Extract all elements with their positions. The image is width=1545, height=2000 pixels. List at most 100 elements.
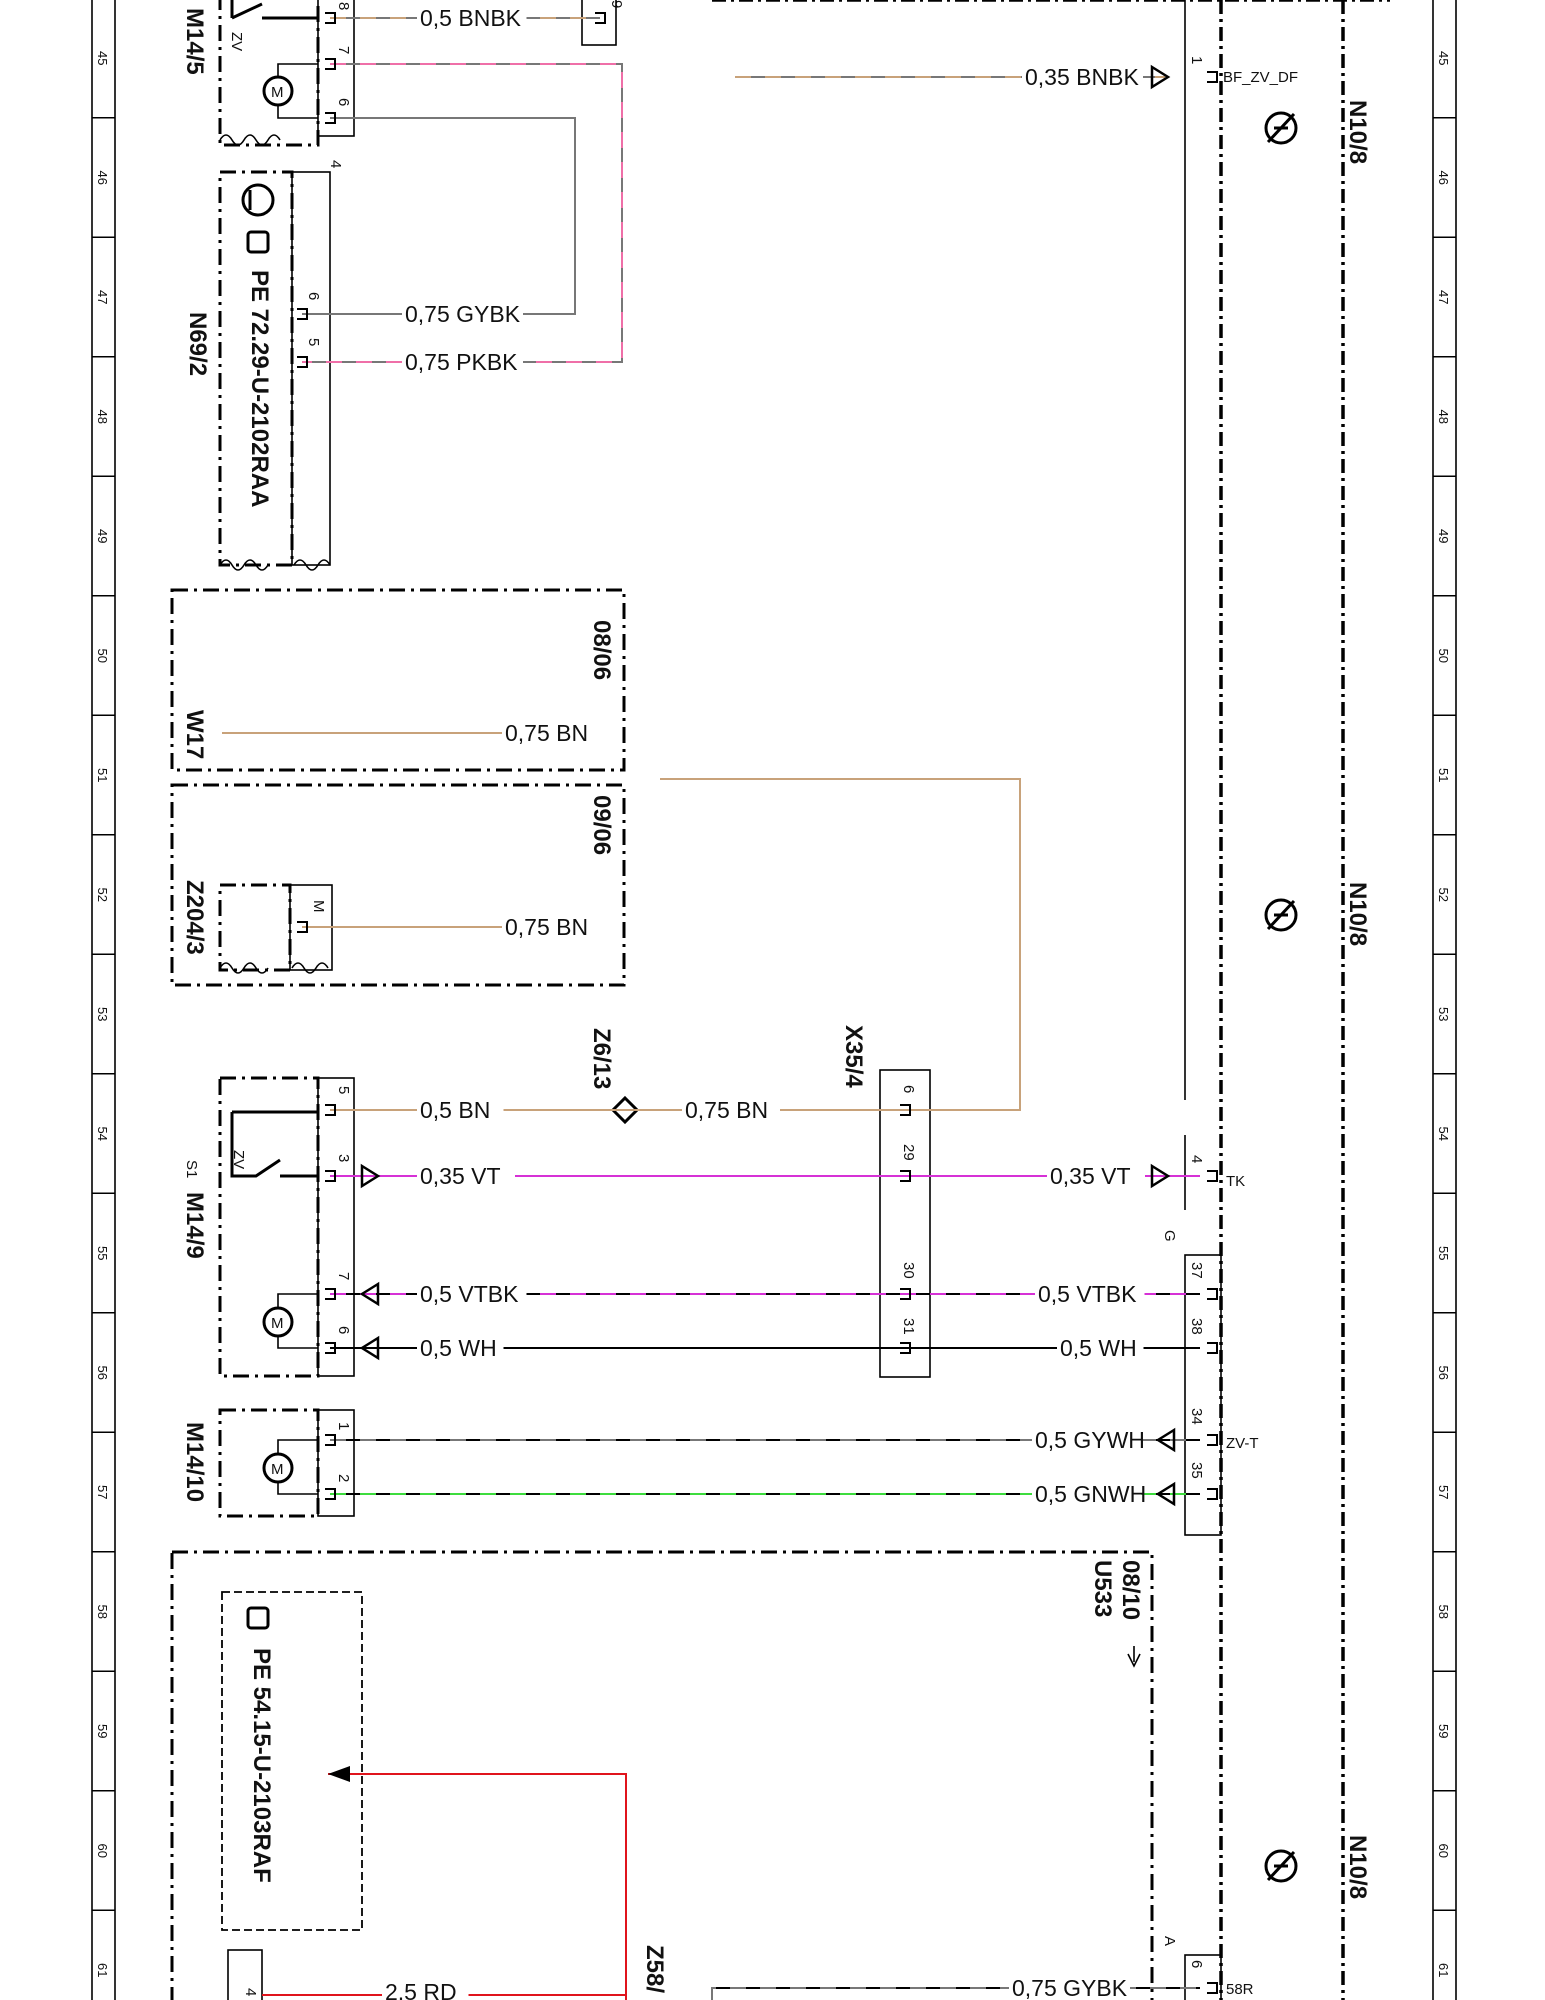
ref-0810: 08/10 (1117, 1560, 1144, 1620)
grid-label-left: 47 (95, 290, 110, 304)
book-icon (246, 1606, 270, 1630)
pin-connector (325, 12, 336, 24)
wire-label: 0,75 BN (505, 914, 588, 940)
signal-tk: TK (1226, 1173, 1245, 1190)
wire-arrow (359, 1335, 380, 1361)
motor-icon: M (262, 63, 318, 119)
pin-connector (1207, 1488, 1218, 1500)
pin-s6: 6 (335, 1326, 352, 1334)
motor-label-3: M (271, 1461, 284, 1478)
m14-10-label: M14/10 (181, 1422, 208, 1502)
m14-5-label: M14/5 (181, 8, 208, 75)
ground-symbol-icon (1264, 898, 1298, 932)
grid-label-left: 58 (95, 1605, 110, 1619)
connector-g: G (1161, 1230, 1178, 1242)
pin-a6: 6 (1188, 1960, 1205, 1968)
grid-label-left: 50 (95, 649, 110, 663)
pin-connector (297, 921, 308, 933)
wire-m145-gray (302, 117, 576, 315)
wire-label-bg (402, 350, 523, 376)
n69-2-label: N69/2 (184, 312, 211, 376)
pin-connector (325, 112, 336, 124)
grid-label-right: 47 (1436, 290, 1451, 304)
pin-connector (900, 1342, 911, 1354)
wire-label-bg (382, 1980, 469, 2000)
motor-label: M (271, 84, 284, 101)
signal-bf-zv-df: BF_ZV_DF (1223, 69, 1298, 86)
wire-arrow-solid (328, 1766, 350, 1782)
wire-bn-main (330, 778, 1021, 1111)
pin-g35: 35 (1188, 1462, 1205, 1479)
pin-connector (325, 1434, 336, 1446)
signal-zv-t: ZV-T (1226, 1435, 1259, 1452)
grid-label-left: 57 (95, 1485, 110, 1499)
wire-label-bg (1032, 1428, 1142, 1454)
z6-13-label: Z6/13 (588, 1028, 615, 1089)
pin-connector (900, 1104, 911, 1116)
ground-symbol-icon (1264, 1849, 1298, 1883)
component-u533: U533 08/10 PE 54.15-U-2103RAF Z58/ 4 (170, 1550, 1154, 2000)
transistor-icon (241, 183, 275, 217)
pin-m1: 1 (335, 1422, 352, 1430)
grid-label-right: 61 (1436, 1963, 1451, 1977)
grid-label-left: 55 (95, 1246, 110, 1260)
grid-label-left: 61 (95, 1963, 110, 1977)
pin-connector (325, 1488, 336, 1500)
wire-label: 0,35 BNBK (1025, 64, 1139, 90)
wire-label-bg (1032, 1482, 1142, 1508)
pin-connector (325, 1170, 336, 1182)
wire-label: 0,35 VT (1050, 1163, 1131, 1189)
wire-label: 0,75 BN (685, 1097, 768, 1123)
pin-connector (1207, 71, 1218, 83)
pin-connector (325, 1104, 336, 1116)
grid-label-left: 46 (95, 171, 110, 185)
pin-connector (1207, 1170, 1218, 1182)
grid-label-left: 53 (95, 1007, 110, 1021)
pin-connector (297, 308, 308, 320)
n10-8-connectors: 1 BF_ZV_DF 4 TK G 37 38 34 ZV-T 35 A 6 5… (581, 0, 1298, 2000)
pin-g34: 34 (1188, 1408, 1205, 1425)
wire-label: 0,5 GNWH (1035, 1481, 1146, 1507)
pin-k4: 4 (1188, 1155, 1205, 1163)
wire-label-bg (417, 6, 527, 32)
pin-g38: 38 (1188, 1318, 1205, 1335)
grid-label-right: 50 (1436, 649, 1451, 663)
pin-x29: 29 (900, 1144, 917, 1161)
pin-x6: 6 (900, 1085, 917, 1093)
wire-label-bg (682, 1098, 780, 1124)
pin-connector (1207, 1434, 1218, 1446)
pin-x30: 30 (900, 1262, 917, 1279)
pin-7: 7 (335, 46, 352, 54)
wire-arrow (1155, 1481, 1176, 1507)
pin-8: 8 (335, 2, 352, 10)
wire-label-bg (502, 915, 600, 941)
grid-label-right: 60 (1436, 1844, 1451, 1858)
wire-arrow (1155, 1427, 1176, 1453)
ref-0806-b: 09/06 (588, 795, 615, 855)
component-z6-13: Z6/13 (588, 1028, 640, 1125)
grid-label-left: 48 (95, 410, 110, 424)
wire-rd (328, 1773, 627, 2000)
grid-label-right: 53 (1436, 1007, 1451, 1021)
wire-layer (222, 17, 1200, 2000)
pin-n5: 5 (305, 338, 322, 346)
wire-label-bg (1035, 1282, 1145, 1308)
ref-0806-a: 08/06 (588, 620, 615, 680)
pin-s7: 7 (335, 1272, 352, 1280)
grid-label-left: 45 (95, 51, 110, 65)
s1-label: S1 (183, 1160, 200, 1178)
pin-connector (595, 12, 606, 24)
pe-72-ref: PE 72.29-U-2102RAA (246, 270, 273, 507)
wire-arrow (1150, 64, 1171, 90)
grid-label-right: 54 (1436, 1127, 1451, 1141)
pin-connector (297, 356, 308, 368)
pin-s5: 5 (335, 1086, 352, 1094)
motor-icon: M (262, 1439, 318, 1495)
wire-label: 0,75 GYBK (405, 301, 521, 327)
wire-label-bg (1057, 1336, 1144, 1362)
pin-connector (325, 1288, 336, 1300)
wire-label-bg (1009, 1976, 1130, 2000)
